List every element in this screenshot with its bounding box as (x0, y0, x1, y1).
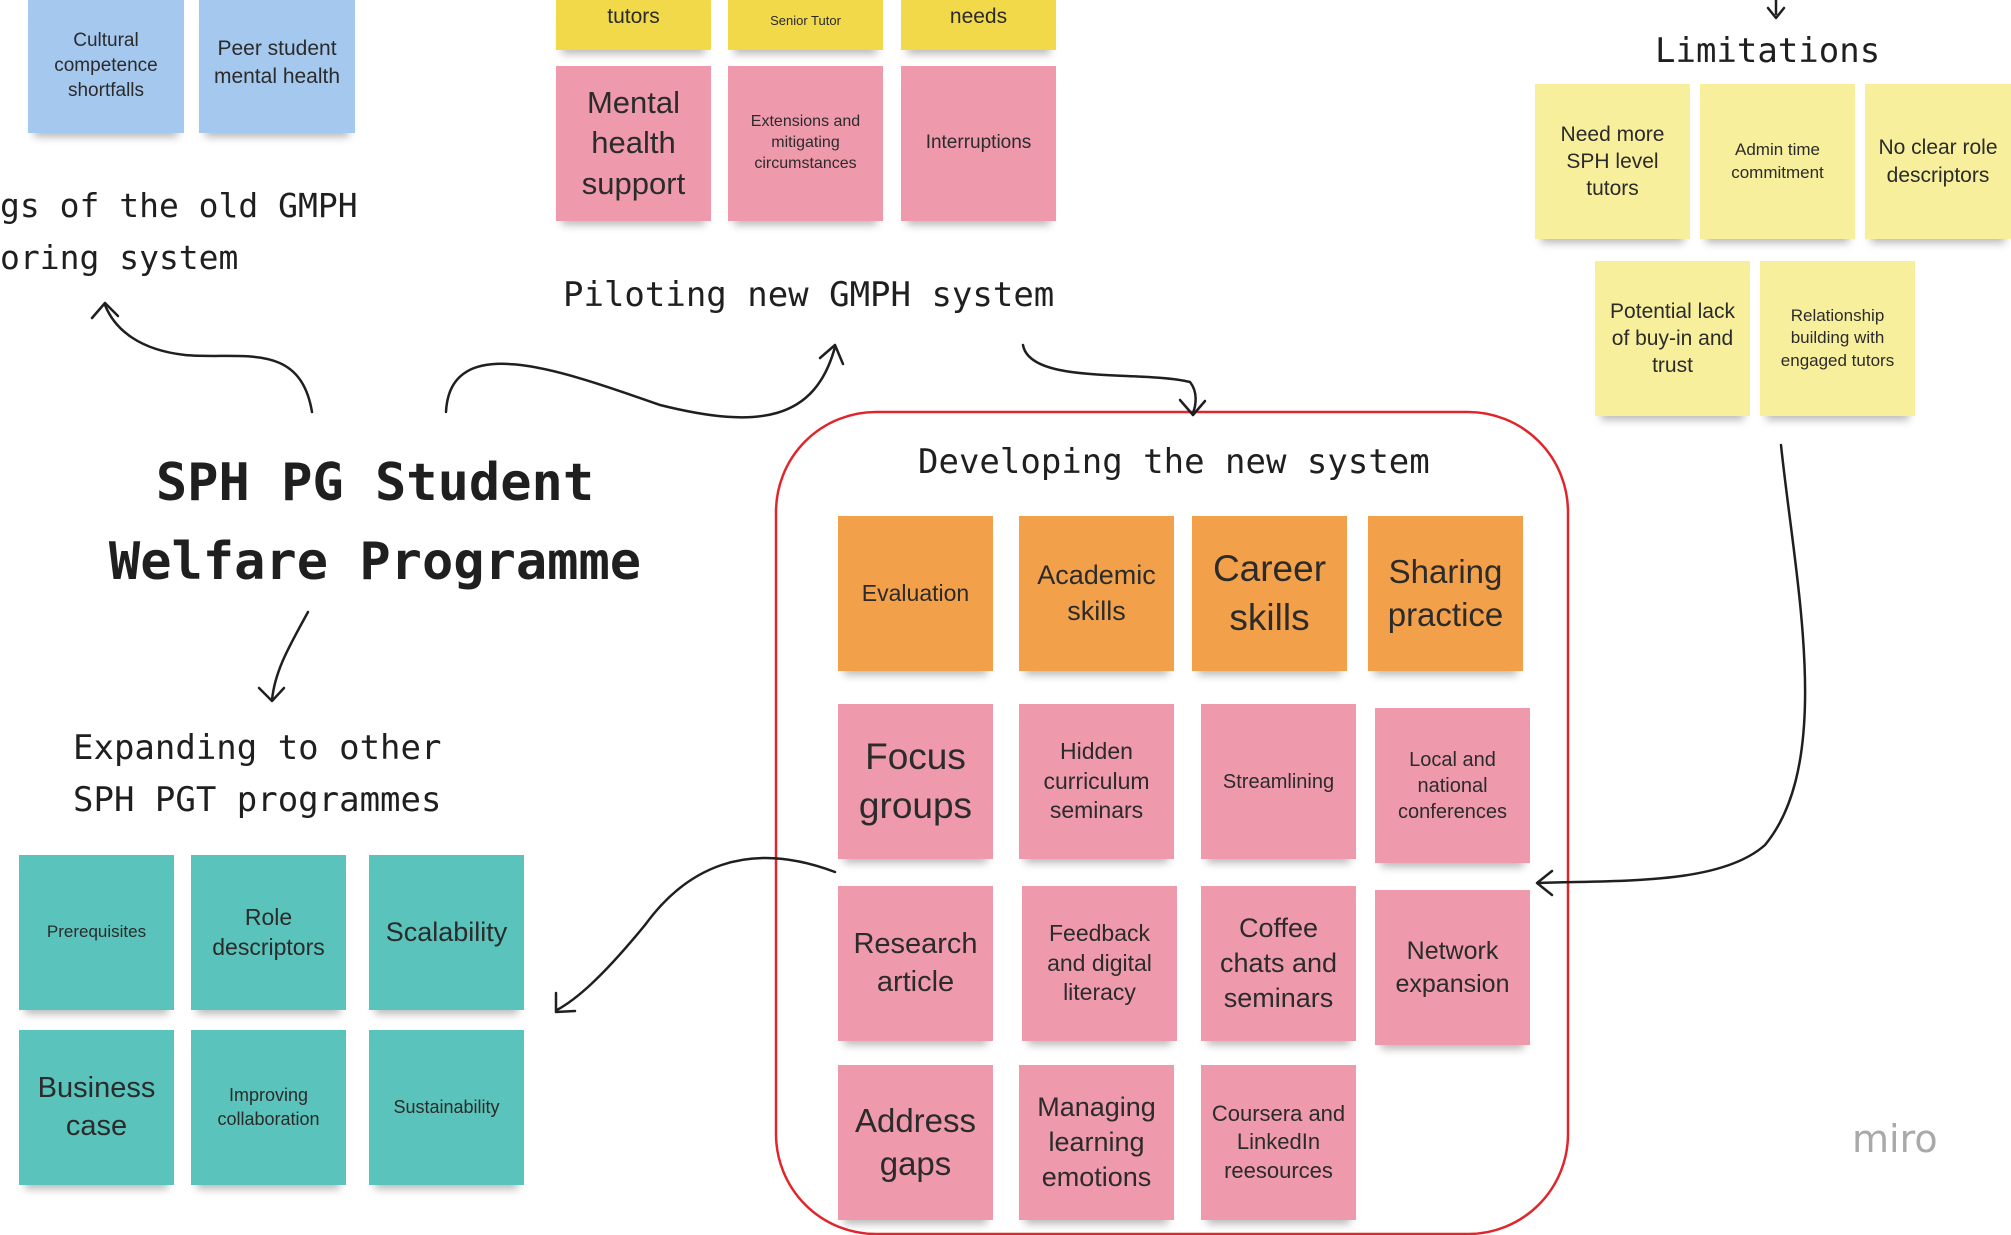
old-system-heading-line2: oring system (0, 238, 239, 277)
limitations-heading: Limitations (1655, 31, 1881, 71)
limitations-note-admin[interactable]: Admin time commitment (1700, 84, 1855, 239)
pilot-note-interruptions[interactable]: Interruptions (901, 66, 1056, 221)
expanding-note-scalability[interactable]: Scalability (369, 855, 524, 1010)
arrowhead-expanding (257, 686, 286, 703)
expanding-note-prerequisites[interactable]: Prerequisites (19, 855, 174, 1010)
arrow-to-old-system (103, 303, 314, 414)
arrowhead-developing (1178, 398, 1207, 417)
developing-note-sharing-practice[interactable]: Sharing practice (1368, 516, 1523, 671)
developing-note-academic-skills[interactable]: Academic skills (1019, 516, 1174, 671)
arrow-title-to-expanding (270, 610, 310, 702)
pilot-note-needs[interactable]: needs (901, 0, 1056, 50)
developing-note-research-article[interactable]: Research article (838, 886, 993, 1041)
arrowhead-expanding-2 (554, 991, 577, 1014)
arrowhead-pilot (818, 343, 845, 366)
pilot-note-senior-tutor[interactable]: Senior Tutor (728, 0, 883, 50)
old-system-note-cultural[interactable]: Cultural competence shortfalls (28, 0, 184, 133)
limitations-note-tutors[interactable]: Need more SPH level tutors (1535, 84, 1690, 239)
developing-note-career-skills[interactable]: Career skills (1192, 516, 1347, 671)
expanding-note-collaboration[interactable]: Improving collaboration (191, 1030, 346, 1185)
main-title-line2: Welfare Programme (108, 532, 642, 592)
arrow-developing-to-expanding (555, 856, 837, 1012)
developing-note-evaluation[interactable]: Evaluation (838, 516, 993, 671)
arrow-to-developing (1021, 343, 1197, 415)
expanding-note-role-descriptors[interactable]: Role descriptors (191, 855, 346, 1010)
developing-note-conferences[interactable]: Local and national conferences (1375, 708, 1530, 863)
arrow-limitations-to-developing (1536, 443, 1807, 885)
pilot-note-mental-health[interactable]: Mental health support (556, 66, 711, 221)
limitations-note-buyin[interactable]: Potential lack of buy-in and trust (1595, 261, 1750, 416)
pilot-note-tutors[interactable]: tutors (556, 0, 711, 50)
developing-note-feedback-literacy[interactable]: Feedback and digital literacy (1022, 886, 1177, 1041)
arrowhead-limitations (1766, 6, 1786, 20)
developing-note-network-expansion[interactable]: Network expansion (1375, 890, 1530, 1045)
limitations-note-relationship[interactable]: Relationship building with engaged tutor… (1760, 261, 1915, 416)
old-system-note-peer[interactable]: Peer student mental health (199, 0, 355, 133)
developing-note-coffee-chats[interactable]: Coffee chats and seminars (1201, 886, 1356, 1041)
developing-note-hidden-curriculum[interactable]: Hidden curriculum seminars (1019, 704, 1174, 859)
expanding-note-business-case[interactable]: Business case (19, 1030, 174, 1185)
pilot-note-extensions[interactable]: Extensions and mitigating circumstances (728, 66, 883, 221)
expanding-note-sustainability[interactable]: Sustainability (369, 1030, 524, 1185)
developing-note-address-gaps[interactable]: Address gaps (838, 1065, 993, 1220)
developing-heading: Developing the new system (918, 442, 1430, 482)
limitations-note-role[interactable]: No clear role descriptors (1865, 84, 2011, 239)
old-system-heading-line1: gs of the old GMPH (0, 186, 358, 225)
developing-note-coursera-linkedin[interactable]: Coursera and LinkedIn reesources (1201, 1065, 1356, 1220)
expanding-heading-line2: SPH PGT programmes (73, 780, 442, 820)
expanding-heading-line1: Expanding to other (73, 728, 442, 768)
developing-note-streamlining[interactable]: Streamlining (1201, 704, 1356, 859)
main-title-line1: SPH PG Student (155, 453, 595, 513)
arrowhead-old-system (90, 301, 120, 320)
developing-note-focus-groups[interactable]: Focus groups (838, 704, 993, 859)
pilot-heading: Piloting new GMPH system (563, 275, 1055, 315)
arrow-to-pilot (444, 345, 837, 419)
arrowhead-limitations-developing (1535, 869, 1554, 897)
developing-note-managing-emotions[interactable]: Managing learning emotions (1019, 1065, 1174, 1220)
miro-logo: miro (1852, 1117, 1938, 1161)
developing-frame[interactable] (774, 410, 1570, 1235)
